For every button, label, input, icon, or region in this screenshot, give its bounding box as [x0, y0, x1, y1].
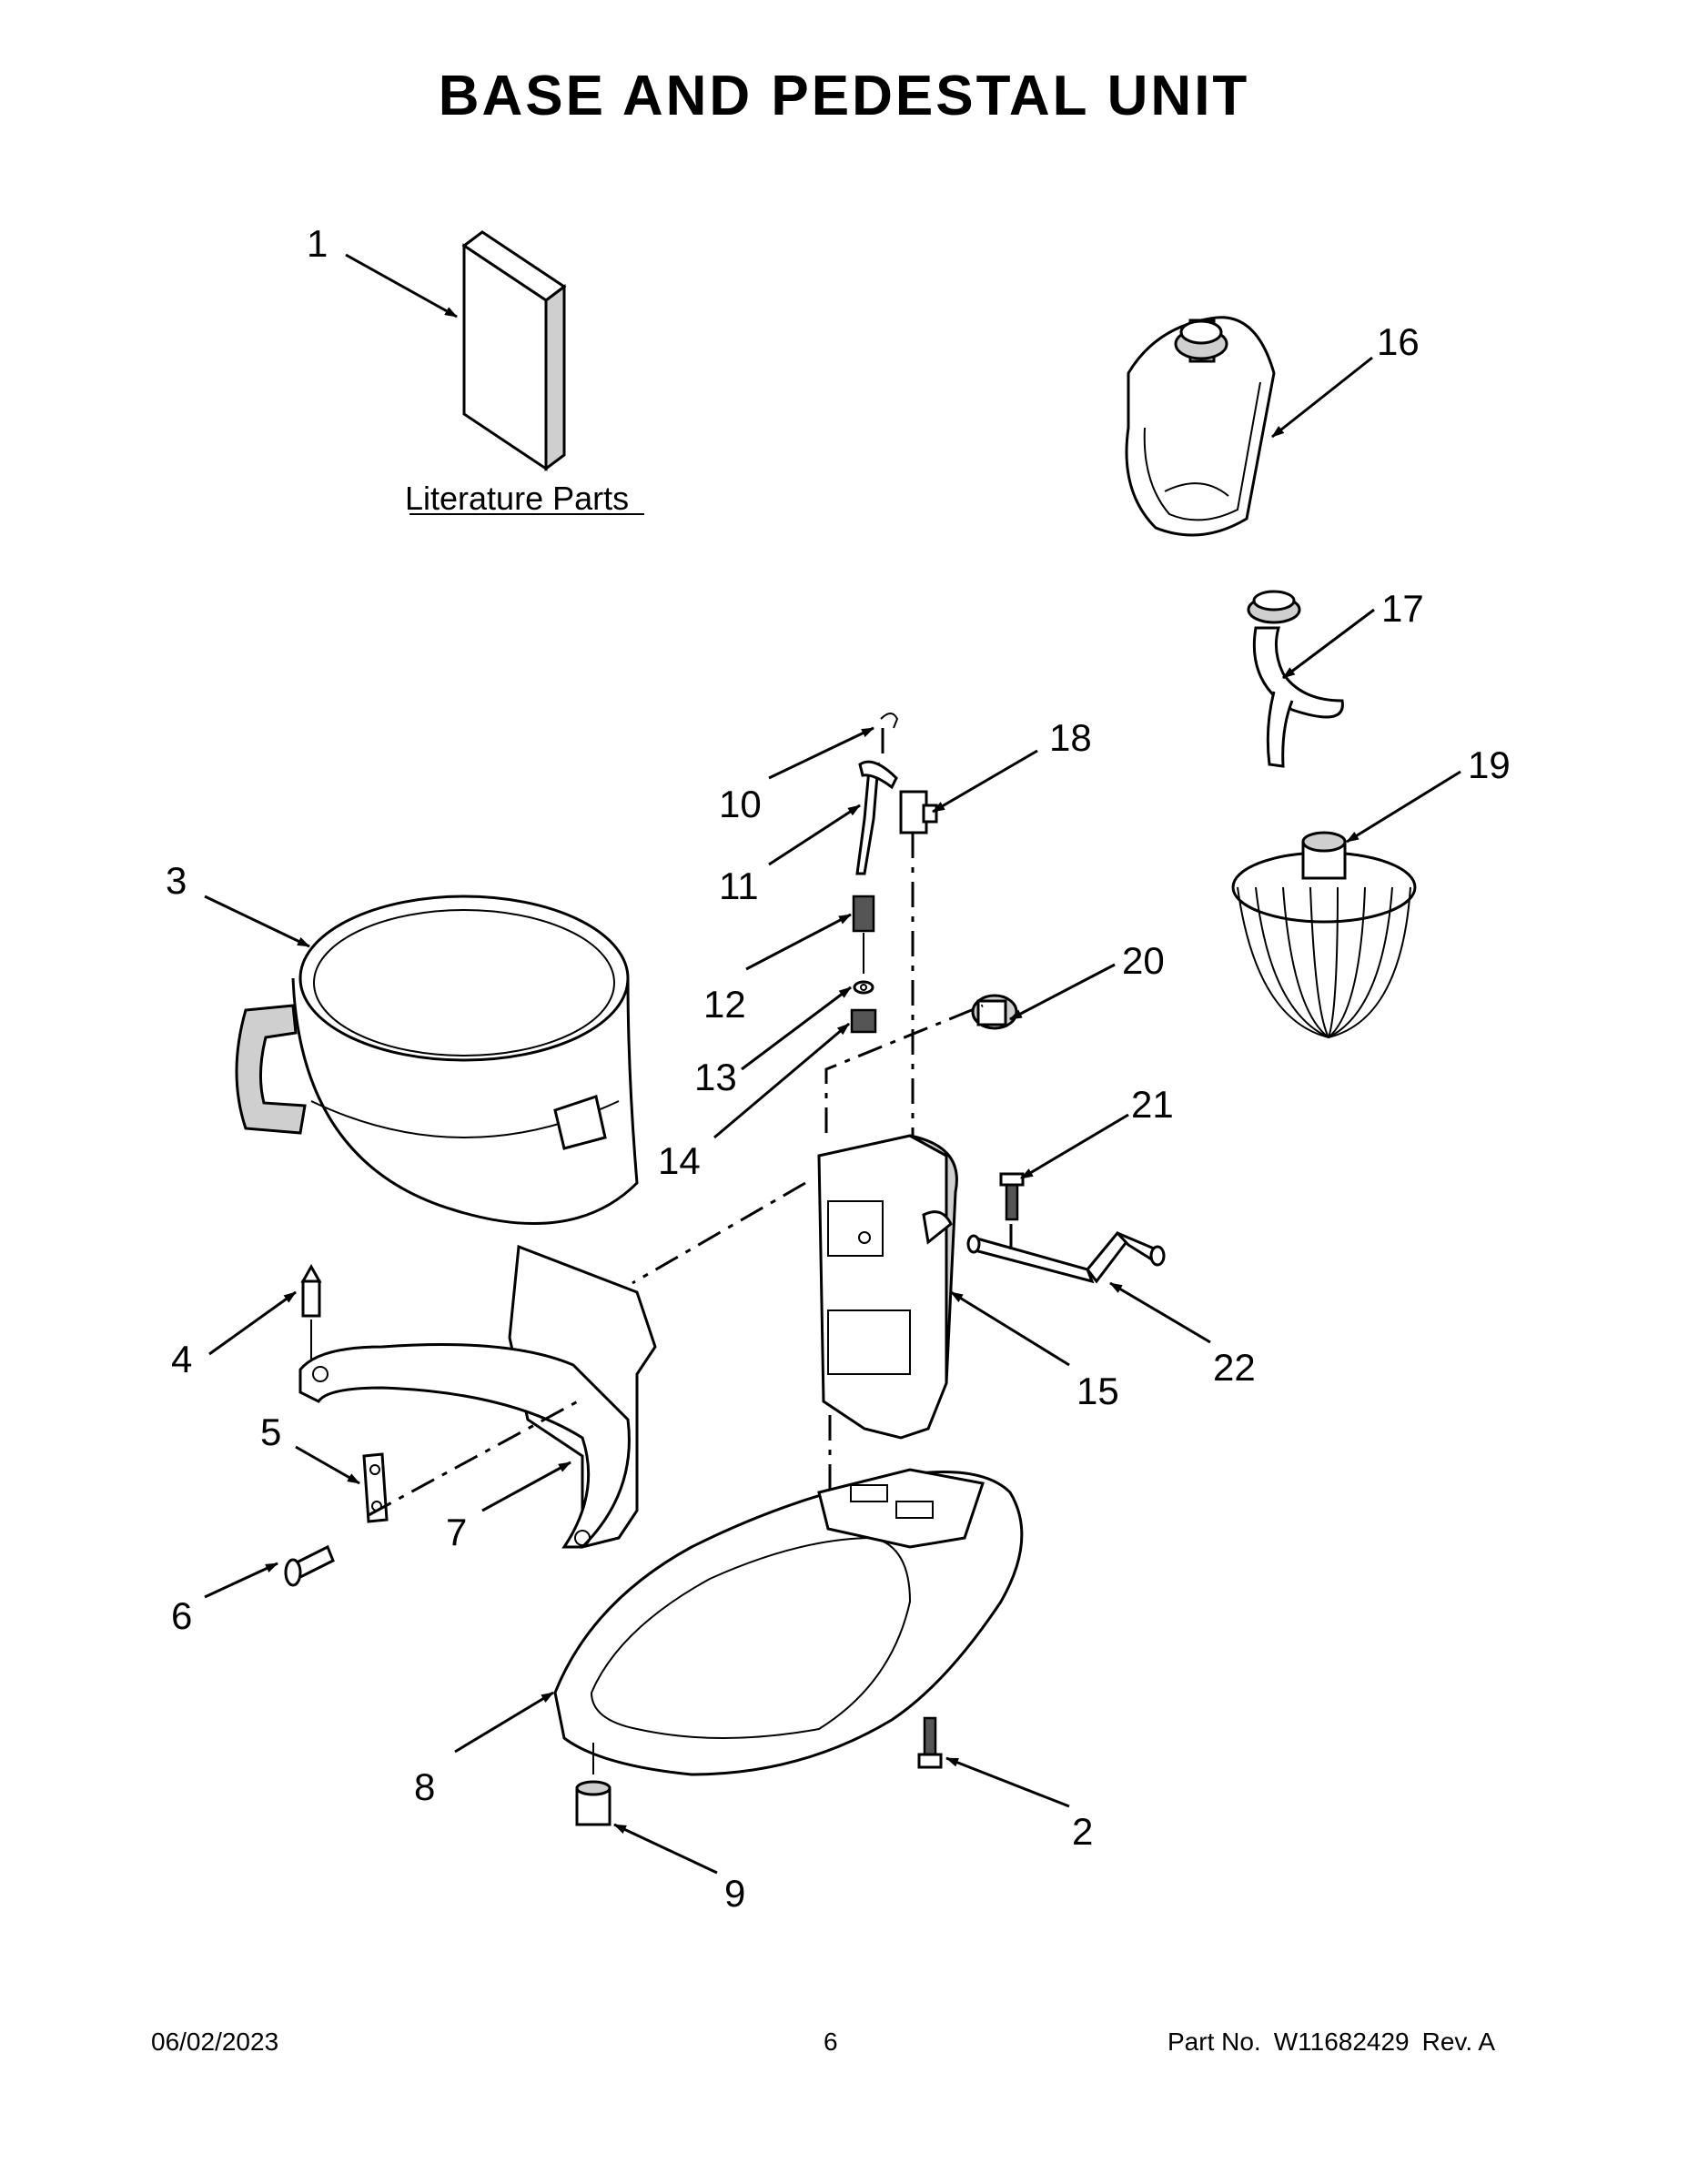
- callout-9: 9: [724, 1872, 745, 1915]
- assembly-guide-lines: [368, 728, 1013, 1517]
- locating-pin-part: [300, 1263, 322, 1365]
- callout-17: 17: [1381, 587, 1424, 630]
- lift-crank-part: [966, 1231, 1166, 1284]
- lever-screw-part: [999, 1172, 1025, 1221]
- callout-13: 13: [694, 1056, 737, 1098]
- callout-2: 2: [1072, 1810, 1093, 1853]
- callout-10: 10: [719, 783, 762, 825]
- footer-part-number: Part No. W11682429 Rev. A: [1167, 2027, 1508, 2057]
- callout-6: 6: [171, 1594, 192, 1637]
- callout-14: 14: [658, 1139, 701, 1182]
- literature-booklet-part: [409, 230, 644, 515]
- callout-4: 4: [171, 1338, 192, 1380]
- mixing-bowl-part: [235, 895, 639, 1225]
- bowl-support-part: [298, 1244, 657, 1549]
- callout-15: 15: [1076, 1370, 1119, 1412]
- callout-1: 1: [307, 222, 328, 265]
- callout-11: 11: [719, 864, 759, 907]
- callout-5: 5: [260, 1410, 281, 1453]
- revision: Rev. A: [1421, 2027, 1496, 2056]
- pedestal-part: [817, 1134, 958, 1440]
- footer-page-number: 6: [824, 2027, 838, 2056]
- callout-18: 18: [1049, 716, 1092, 759]
- lock-knob-part: [971, 994, 1018, 1030]
- callout-22: 22: [1213, 1346, 1256, 1389]
- rubber-foot-part: [575, 1743, 612, 1826]
- callout-8: 8: [414, 1765, 435, 1808]
- callout-3: 3: [166, 859, 187, 902]
- page-title: BASE AND PEDESTAL UNIT: [438, 65, 1250, 127]
- callout-16: 16: [1377, 320, 1420, 363]
- wire-whip-part: [1231, 831, 1417, 1039]
- literature-parts-label: Literature Parts: [405, 480, 629, 517]
- part-label: Part No.: [1167, 2027, 1261, 2056]
- base-part: [553, 1468, 1024, 1776]
- callout-leaders: [204, 253, 1461, 1875]
- callout-12: 12: [703, 983, 746, 1026]
- callout-20: 20: [1122, 939, 1165, 982]
- flat-beater-part: [1125, 316, 1276, 537]
- footer-date: 06/02/2023: [151, 2027, 279, 2056]
- callout-19: 19: [1468, 743, 1511, 786]
- callout-21: 21: [1131, 1083, 1174, 1126]
- dough-hook-part: [1247, 590, 1344, 768]
- callout-7: 7: [446, 1511, 467, 1553]
- callout-numbers: 1 2 3 4 5 6 7 8 9 10 11 12 13 14 15 16 1…: [166, 222, 1511, 1915]
- screw-part: [284, 1544, 335, 1587]
- part-number: W11682429: [1273, 2027, 1410, 2056]
- lift-mechanism-parts: [850, 713, 938, 1034]
- base-screw-part: [917, 1716, 943, 1769]
